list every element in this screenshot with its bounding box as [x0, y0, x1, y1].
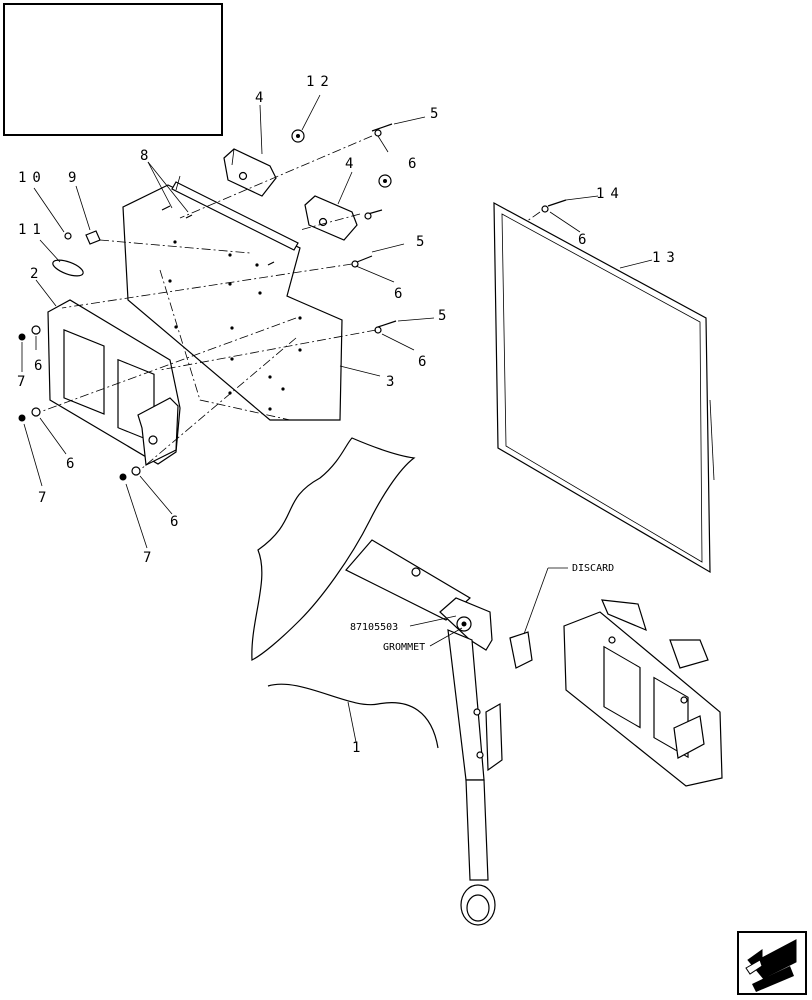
cutaway-body: [251, 437, 416, 661]
callout-4a: 4: [255, 90, 263, 106]
assembly-lines: [39, 135, 541, 471]
callout-13: 13: [652, 250, 681, 266]
callout-2: 2: [30, 266, 38, 282]
callout-5b: 5: [416, 234, 424, 250]
callout-4b: 4: [345, 156, 353, 172]
callout-6e: 6: [66, 456, 74, 472]
callout-7c: 7: [143, 550, 151, 566]
nuts-left: [18, 325, 141, 481]
callout-10: 10: [18, 170, 47, 186]
callout-6c: 6: [418, 354, 426, 370]
callout-6f: 6: [170, 514, 178, 530]
cable: [267, 683, 439, 749]
leader-lines: [21, 94, 653, 743]
light-plate: [47, 299, 181, 466]
arrow-icon[interactable]: [737, 931, 807, 995]
callout-6a: 6: [408, 156, 416, 172]
callout-6d: 6: [34, 358, 42, 374]
callout-7b: 7: [38, 490, 46, 506]
bulb: [291, 129, 392, 188]
callout-11: 11: [18, 222, 47, 238]
screws-washers: [161, 123, 567, 334]
discard-label: DISCARD: [572, 563, 614, 574]
callout-numbers: 1 2 3 4 4 5 5 5 6 6 6 6 6 6 6 7 7 7 8 9 …: [17, 74, 681, 756]
callout-12: 12: [306, 74, 335, 90]
callout-5c: 5: [438, 308, 446, 324]
callout-3: 3: [386, 374, 394, 390]
connector-clip: [52, 230, 101, 277]
light-housing-upper: [223, 148, 277, 197]
callout-6b: 6: [394, 286, 402, 302]
callout-8: 8: [140, 148, 148, 164]
part-number-label: 87105503: [350, 622, 398, 633]
callout-5a: 5: [430, 106, 438, 122]
discard-clip: [509, 631, 533, 669]
grommet-label: GROMMET: [383, 642, 425, 653]
title-block: [3, 3, 223, 136]
arm-assembly: [345, 539, 503, 926]
assembled-unit: [563, 599, 723, 787]
callout-14: 14: [596, 186, 625, 202]
panel: [493, 201, 715, 574]
callout-6g: 6: [578, 232, 586, 248]
bracket-bar: [171, 175, 299, 251]
light-housing-lower: [304, 195, 358, 241]
callout-1: 1: [352, 740, 360, 756]
callout-9: 9: [68, 170, 76, 186]
callout-7a: 7: [17, 374, 25, 390]
